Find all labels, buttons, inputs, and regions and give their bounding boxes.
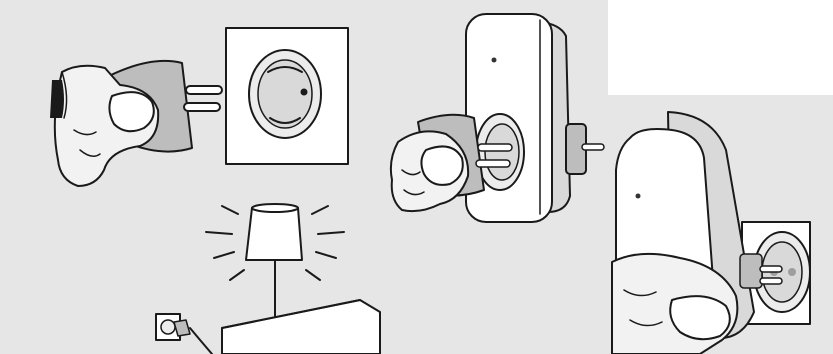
panel-right-white-corner <box>608 0 833 95</box>
led-indicator <box>492 58 497 63</box>
wall-socket-plate <box>226 28 348 164</box>
led-indicator-right <box>636 194 641 199</box>
